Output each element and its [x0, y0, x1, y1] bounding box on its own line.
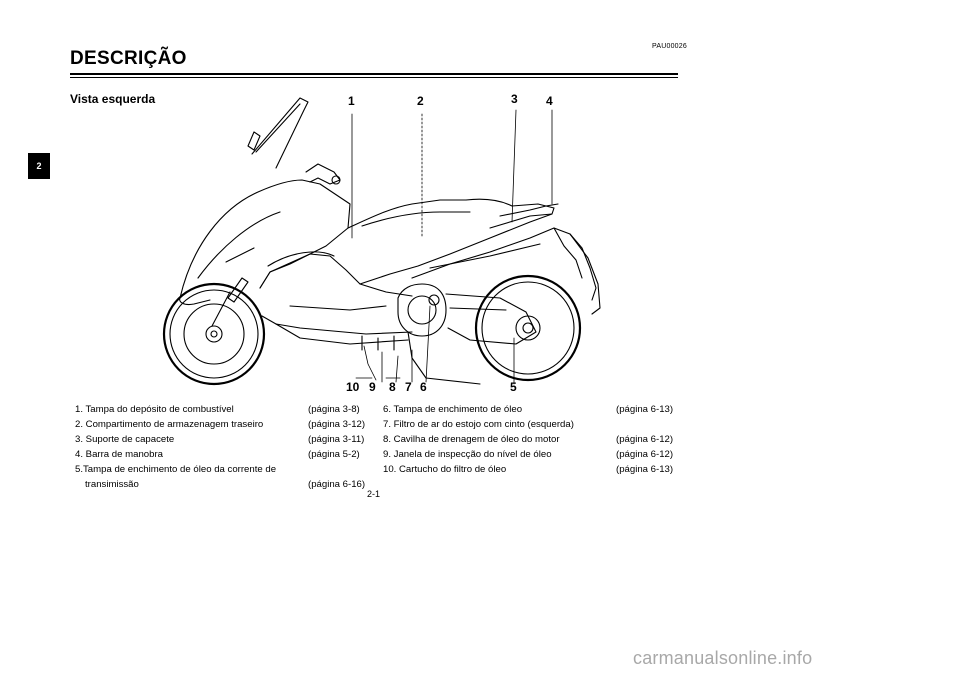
legend-item: 3. Suporte de capacete(página 3-11) — [75, 434, 365, 445]
seat — [347, 198, 555, 285]
legend-item: 2. Compartimento de armazenagem traseiro… — [75, 419, 366, 430]
callout-5: 5 — [510, 380, 517, 394]
legend-item: 1. Tampa do depósito de combustível(pági… — [75, 404, 360, 415]
legend-item: 8. Cavilha de drenagem de óleo do motor(… — [383, 434, 674, 445]
legend-left-column: 1. Tampa do depósito de combustível(pági… — [75, 402, 375, 492]
engine — [397, 283, 447, 337]
title-rule-thick — [70, 73, 678, 75]
title-rule-thin — [70, 77, 678, 78]
page-title: DESCRIÇÃO — [70, 48, 187, 69]
legend-item: 5.Tampa de enchimento de óleo da corrent… — [75, 464, 277, 475]
legend-item: 7. Filtro de ar do estojo com cinto (esq… — [383, 419, 574, 430]
section-subtitle: Vista esquerda — [70, 92, 156, 106]
callout-1: 1 — [348, 94, 355, 108]
document-code: PAU00026 — [652, 43, 687, 50]
windscreen — [251, 97, 309, 169]
legend-item: 10. Cartucho do filtro de óleo(página 6-… — [383, 464, 674, 475]
legend-item: 9. Janela de inspecção do nível de óleo(… — [383, 449, 674, 460]
front-wheel — [162, 282, 266, 386]
callout-7: 7 — [405, 380, 412, 394]
callout-4: 4 — [546, 94, 553, 108]
chapter-tab: 2 — [28, 153, 50, 179]
callout-6: 6 — [420, 380, 427, 394]
callout-3: 3 — [511, 92, 518, 106]
watermark: carmanualsonline.info — [633, 648, 813, 668]
legend-right-column: 6. Tampa de enchimento de óleo(página 6-… — [383, 402, 683, 477]
rear-wheel — [474, 274, 582, 382]
legend-item: transimissão(página 6-16) — [85, 479, 366, 490]
callout-2: 2 — [417, 94, 424, 108]
callout-10: 10 — [346, 380, 360, 394]
legend-item: 6. Tampa de enchimento de óleo(página 6-… — [383, 404, 674, 415]
scooter-illustration — [162, 97, 601, 386]
side-panel — [259, 253, 413, 297]
rear-body — [411, 227, 597, 301]
grab-bar — [499, 203, 559, 217]
callout-8: 8 — [389, 380, 396, 394]
callout-9: 9 — [369, 380, 376, 394]
legend-item: 4. Barra de manobra(página 5-2) — [75, 449, 360, 460]
front-cowl — [179, 179, 351, 299]
page-number: 2-1 — [367, 489, 381, 499]
